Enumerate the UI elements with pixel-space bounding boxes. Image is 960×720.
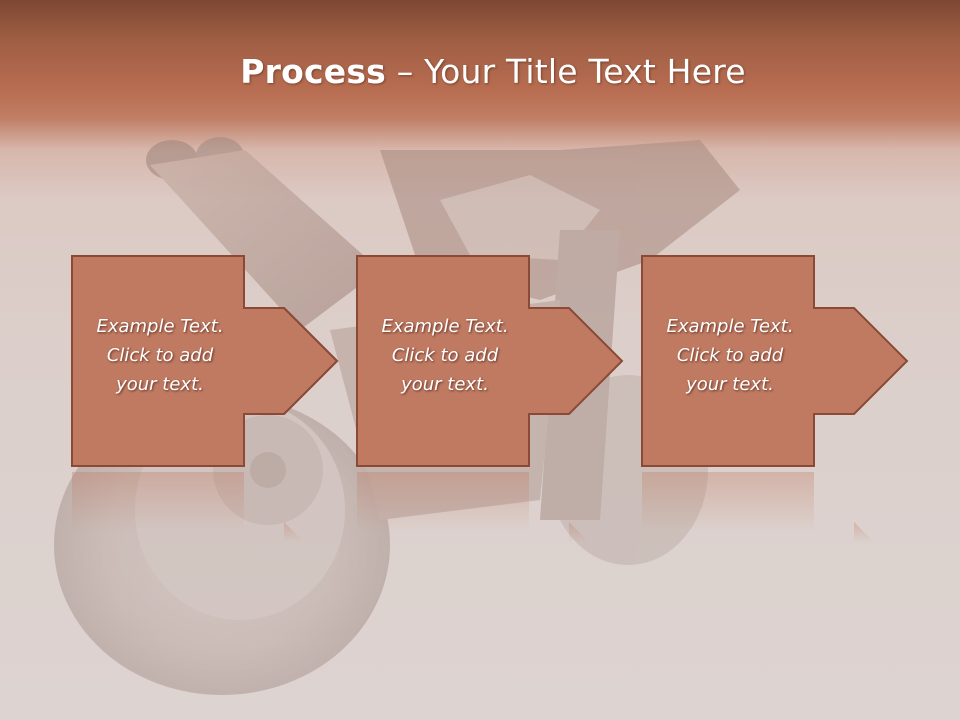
step-2-box-arrow-shape xyxy=(356,255,624,467)
step-2-line-1: Example Text. xyxy=(381,316,509,337)
step-3-line-3: your text. xyxy=(686,374,774,395)
step-2-text[interactable]: Example Text. Click to add your text. xyxy=(357,312,533,399)
step-1-line-1: Example Text. xyxy=(96,316,224,337)
process-step-2[interactable]: Example Text. Click to add your text. xyxy=(356,255,624,468)
step-1-line-2: Click to add xyxy=(106,345,214,366)
step-1-box-arrow-shape xyxy=(71,255,339,467)
title-rest-text: – Your Title Text Here xyxy=(386,52,746,91)
title-bold-text: Process xyxy=(240,52,387,91)
slide-title[interactable]: Process – Your Title Text Here xyxy=(0,52,960,91)
step-3-line-1: Example Text. xyxy=(666,316,794,337)
process-step-3[interactable]: Example Text. Click to add your text. xyxy=(641,255,909,468)
step-1-line-3: your text. xyxy=(116,374,204,395)
step-3-line-2: Click to add xyxy=(676,345,784,366)
step-2-line-3: your text. xyxy=(401,374,489,395)
step-3-text[interactable]: Example Text. Click to add your text. xyxy=(642,312,818,399)
step-2-line-2: Click to add xyxy=(391,345,499,366)
process-step-1[interactable]: Example Text. Click to add your text. xyxy=(71,255,339,468)
step-1-text[interactable]: Example Text. Click to add your text. xyxy=(72,312,248,399)
step-3-box-arrow-shape xyxy=(641,255,909,467)
